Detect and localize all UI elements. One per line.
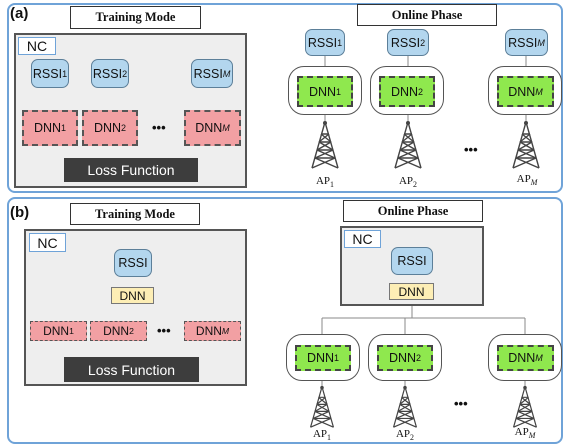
panel-a-ap-1-label: AP1	[315, 175, 334, 190]
panel-b-online-nc-tag: NC	[344, 230, 381, 248]
cell-tower-icon	[311, 121, 339, 169]
panel-b-label: (b)	[10, 204, 30, 221]
cell-tower-icon	[309, 385, 335, 428]
panel-b-online-phase-title: Online Phase	[343, 200, 483, 222]
panel-a-ap-2-label: AP2	[398, 175, 417, 190]
panel-b-online-ellipsis: •••	[454, 396, 468, 411]
panel-b-training-nc-tag: NC	[29, 233, 66, 252]
panel-a-training-ellipsis: •••	[152, 120, 166, 135]
cell-tower-icon	[394, 121, 422, 169]
panel-a-nc-tag: NC	[18, 37, 56, 55]
panel-b-training-rssi: RSSI	[114, 249, 152, 277]
panel-a-training-mode-title: Training Mode	[70, 6, 201, 29]
panel-b-training-mode-title: Training Mode	[70, 203, 200, 225]
panel-a-online-phase-title: Online Phase	[357, 4, 497, 26]
panel-a-ap-m-label: APM	[516, 173, 538, 188]
panel-a	[7, 3, 563, 193]
panel-b-ap-m-label: APM	[514, 426, 536, 441]
cell-tower-icon	[512, 121, 540, 169]
panel-a-label: (a)	[10, 5, 29, 22]
panel-b-online-rssi: RSSI	[391, 247, 433, 275]
panel-b-training-dnn-shared: DNN	[111, 287, 154, 304]
panel-a-online-ellipsis: •••	[464, 142, 478, 157]
cell-tower-icon	[512, 385, 538, 428]
cell-tower-icon	[392, 385, 418, 428]
panel-b-online-dnn-shared: DNN	[389, 283, 434, 300]
panel-a-loss-function: Loss Function	[64, 158, 198, 182]
panel-b-ap-1-label: AP1	[312, 428, 331, 443]
panel-b-training-ellipsis: •••	[157, 323, 171, 338]
panel-b-loss-function: Loss Function	[64, 357, 199, 382]
panel-b-ap-2-label: AP2	[395, 428, 414, 443]
panel-b	[7, 197, 563, 444]
